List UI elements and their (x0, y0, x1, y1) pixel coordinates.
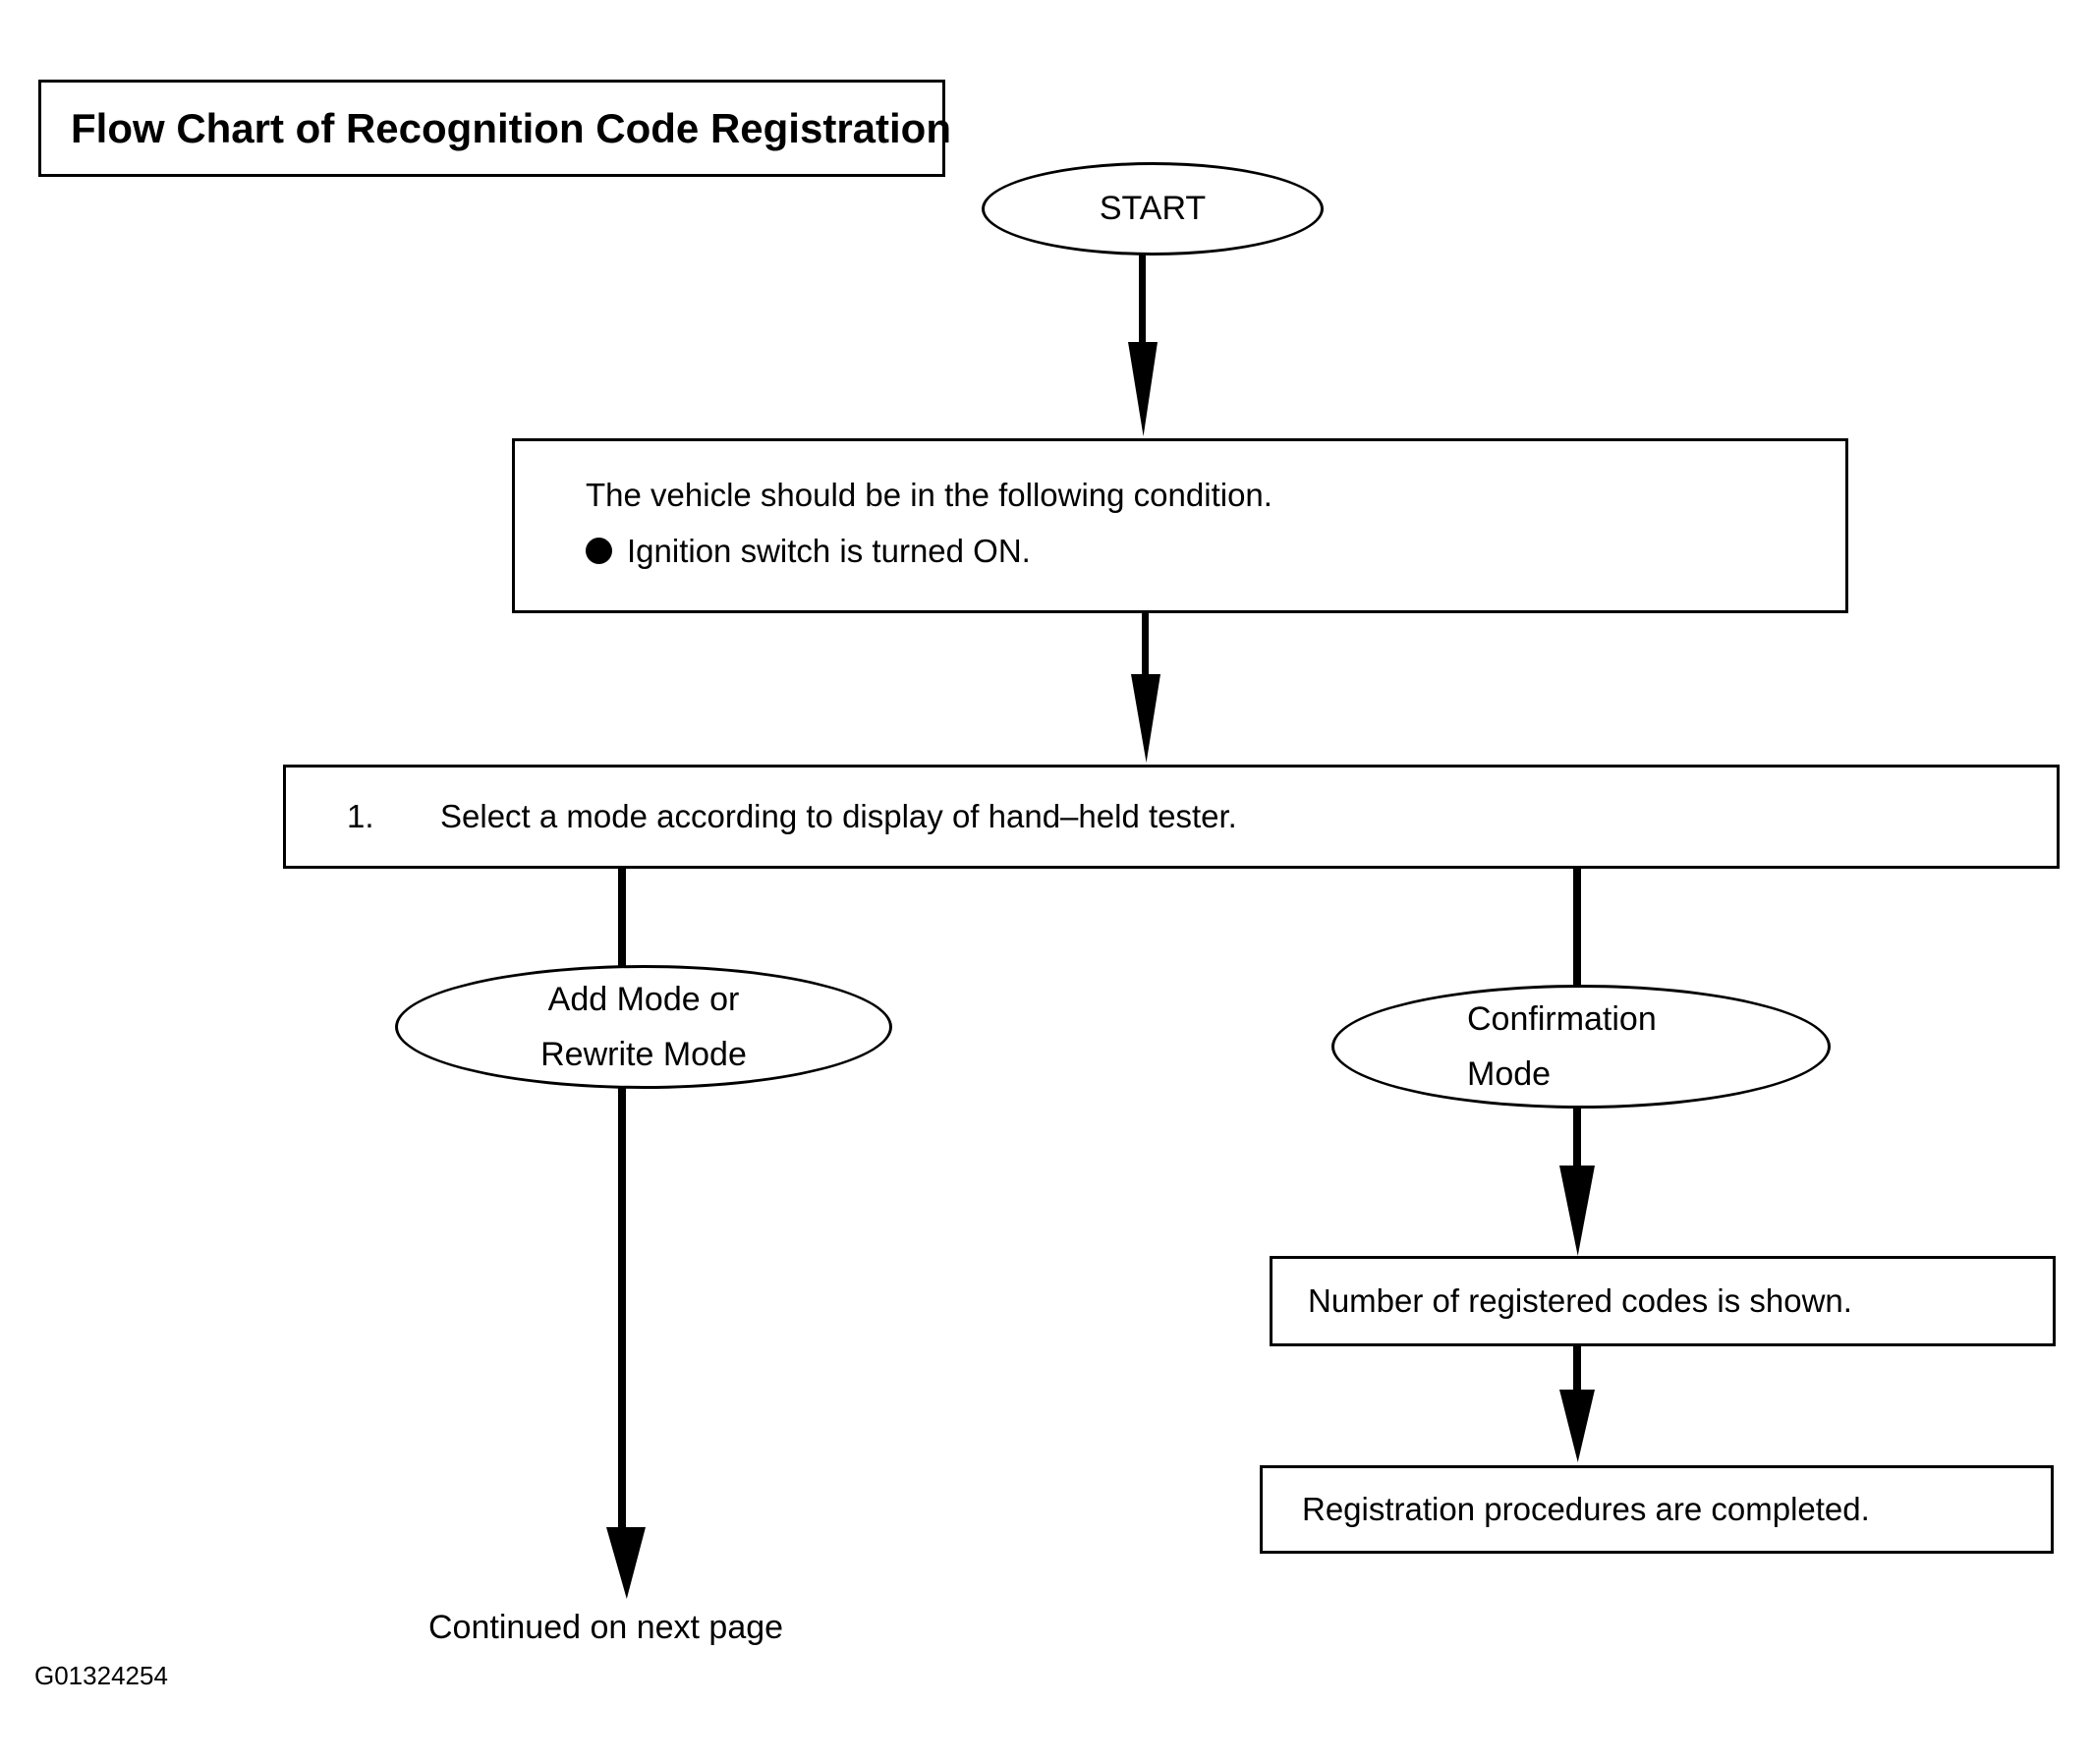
arrow-start-to-condition-head (1128, 342, 1158, 436)
completed-box: Registration procedures are completed. (1260, 1465, 2054, 1554)
arrow-add-rewrite-to-continued-stem (618, 1086, 626, 1533)
arrow-confirmation-to-codes-stem (1573, 1107, 1581, 1169)
chart-title: Flow Chart of Recognition Code Registrat… (71, 104, 951, 151)
condition-box: The vehicle should be in the following c… (512, 438, 1848, 613)
arrow-condition-to-select-stem (1142, 613, 1149, 678)
add-rewrite-mode-ellipse: Add Mode or Rewrite Mode (395, 965, 892, 1089)
add-rewrite-line1: Add Mode or (547, 981, 740, 1018)
codes-shown-label: Number of registered codes is shown. (1308, 1282, 1852, 1319)
arrow-condition-to-select-head (1131, 674, 1160, 763)
figure-code: G01324254 (34, 1661, 168, 1690)
connector-select-to-add-rewrite (618, 869, 626, 967)
confirmation-line1: Confirmation (1467, 1000, 1657, 1038)
select-mode-number: 1. (347, 798, 374, 834)
add-rewrite-line2: Rewrite Mode (540, 1036, 747, 1073)
arrow-confirmation-to-codes-head (1559, 1166, 1595, 1256)
arrow-start-to-condition-stem (1139, 255, 1146, 346)
start-label: START (1099, 190, 1207, 227)
condition-line2: Ignition switch is turned ON. (627, 533, 1031, 569)
codes-shown-box: Number of registered codes is shown. (1270, 1256, 2056, 1346)
arrow-codes-to-completed-stem (1573, 1346, 1581, 1395)
confirmation-line2: Mode (1467, 1055, 1552, 1093)
condition-line2-row: Ignition switch is turned ON. (586, 523, 1828, 579)
arrow-codes-to-completed-head (1559, 1390, 1595, 1462)
select-mode-label: Select a mode according to display of ha… (440, 798, 1237, 834)
select-mode-box: 1. Select a mode according to display of… (283, 765, 2060, 869)
connector-select-to-confirmation (1573, 869, 1581, 987)
start-node: START (982, 162, 1324, 256)
bullet-icon (586, 538, 612, 564)
chart-title-box: Flow Chart of Recognition Code Registrat… (38, 80, 951, 177)
confirmation-mode-ellipse: Confirmation Mode (1331, 985, 1831, 1109)
continued-note: Continued on next page (428, 1609, 784, 1646)
completed-label: Registration procedures are completed. (1302, 1491, 1870, 1527)
arrow-add-rewrite-to-continued-head (606, 1527, 646, 1599)
condition-line1: The vehicle should be in the following c… (586, 477, 1272, 513)
